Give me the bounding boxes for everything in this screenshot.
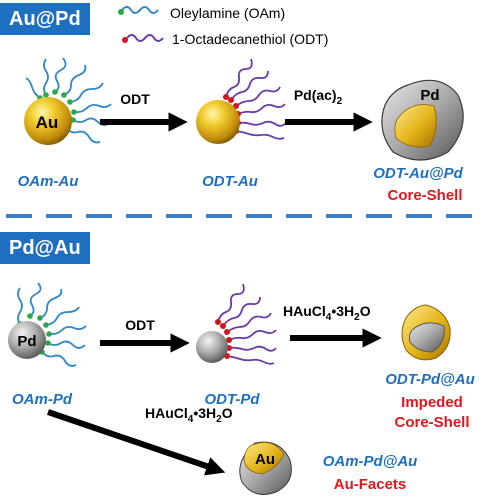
odt-heads (215, 319, 232, 359)
pd-at-au-panel-tag: Pd@Au (0, 232, 90, 264)
oam-legend-label: Oleylamine (OAm) (170, 5, 285, 21)
pd-shell-label: Pd (420, 87, 439, 104)
oam-heads (17, 313, 52, 355)
label-impeded-core-shell: Core-Shell (394, 414, 469, 431)
pd-at-au-facets-particle: Au (239, 441, 292, 495)
legend: Oleylamine (OAm) 1-Octadecanethiol (ODT) (118, 5, 328, 47)
oam-legend-icon (118, 6, 159, 15)
au-core-label: Au (36, 113, 59, 132)
oam-au-particle: Au (24, 57, 112, 145)
pd-core-label: Pd (17, 333, 36, 350)
label-core-shell: Core-Shell (387, 187, 462, 204)
au-facet-label: Au (255, 451, 275, 468)
label-oam-pd-au: OAm-Pd@Au (323, 453, 418, 470)
odt-legend-icon (122, 34, 164, 43)
pd-at-au-impeded-particle (401, 304, 451, 361)
label-odt-au-pd: ODT-Au@Pd (373, 165, 463, 182)
reagent-odt-bottom: ODT (125, 317, 155, 333)
arrow-au-deposition-oam (47, 409, 226, 476)
reagent-haucl4-top: HAuCl4•3H2O (283, 303, 371, 323)
au-sphere (196, 100, 240, 144)
reagent-haucl4-bottom: HAuCl4•3H2O (145, 405, 233, 425)
label-odt-pd-au: ODT-Pd@Au (385, 371, 475, 388)
pd-sphere (196, 331, 228, 363)
odt-legend-label: 1-Octadecanethiol (ODT) (172, 31, 328, 47)
au-sphere (24, 97, 72, 145)
odt-pd-particle (196, 283, 277, 365)
label-au-facets: Au-Facets (334, 476, 407, 493)
odt-chains (217, 283, 277, 365)
au-at-pd-panel-tag: Au@Pd (0, 3, 90, 35)
reagent-odt-top: ODT (120, 91, 150, 107)
oam-chains (17, 282, 87, 367)
odt-au-particle (196, 58, 287, 144)
reagent-pd-ac: Pd(ac)2 (294, 87, 343, 107)
label-oam-au: OAm-Au (18, 173, 79, 190)
label-odt-au: ODT-Au (202, 173, 258, 190)
oam-pd-particle: Pd (8, 282, 87, 367)
label-impeded: Impeded (401, 394, 463, 411)
odt-chains (225, 58, 287, 140)
au-at-pd-core-shell-particle: Pd (381, 79, 464, 161)
pd-sphere (8, 321, 46, 359)
label-odt-pd: ODT-Pd (205, 391, 261, 408)
label-oam-pd: OAm-Pd (12, 391, 73, 408)
oam-chains (25, 57, 112, 144)
